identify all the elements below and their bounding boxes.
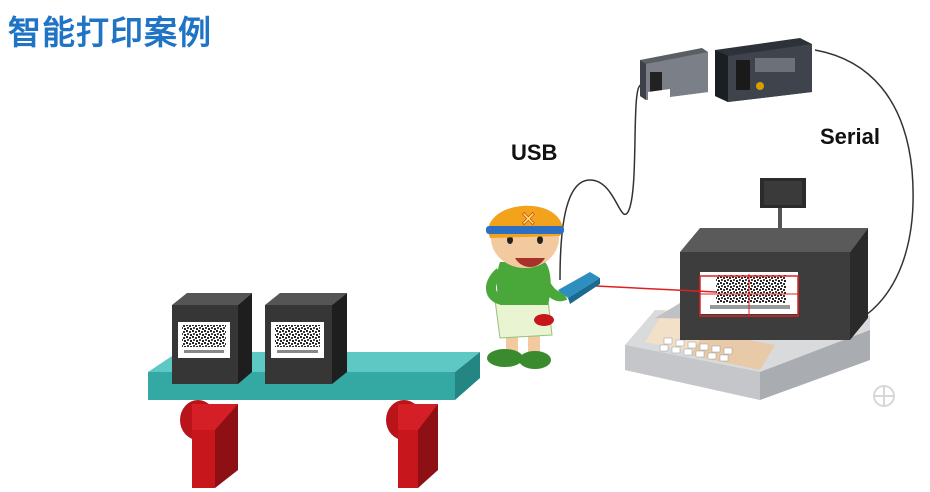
usb-label: USB: [511, 140, 557, 165]
label-printer-large: [715, 38, 812, 102]
worker-character: ×: [486, 206, 600, 369]
scanned-box: [680, 228, 868, 340]
label-printer-small: [640, 48, 708, 101]
conveyor-box-2: [265, 293, 347, 384]
svg-text:×: ×: [520, 206, 537, 230]
serial-label: Serial: [820, 124, 880, 149]
watermark-logo: [874, 386, 894, 406]
conveyor-box-1: [172, 293, 252, 384]
usb-cable: [560, 85, 642, 280]
display-monitor: [760, 178, 806, 233]
